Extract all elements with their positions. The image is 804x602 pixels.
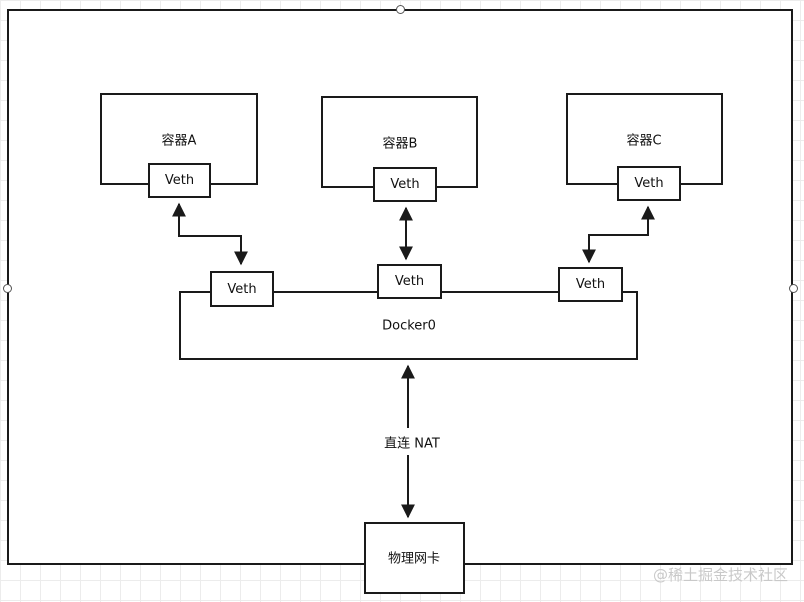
container-c-veth: Veth bbox=[617, 166, 681, 201]
link-c bbox=[582, 205, 655, 264]
nic-box bbox=[364, 522, 465, 594]
nat-label: 直连 NAT bbox=[384, 436, 440, 452]
bridge-veth-a: Veth bbox=[210, 271, 274, 307]
bridge-veth-c: Veth bbox=[558, 267, 623, 302]
container-a-label: 容器A bbox=[161, 133, 197, 149]
right-handle[interactable] bbox=[789, 284, 798, 293]
left-handle[interactable] bbox=[3, 284, 12, 293]
bridge-outline bbox=[179, 291, 638, 360]
top-handle[interactable] bbox=[396, 5, 405, 14]
bridge-label: Docker0 bbox=[382, 318, 436, 334]
bridge-veth-b: Veth bbox=[377, 264, 442, 299]
container-b-label: 容器B bbox=[382, 136, 418, 152]
watermark: @稀土掘金技术社区 bbox=[652, 566, 788, 584]
container-c-label: 容器C bbox=[626, 133, 662, 149]
container-b-veth: Veth bbox=[373, 167, 437, 202]
nic-label: 物理网卡 bbox=[387, 551, 441, 567]
container-a-veth: Veth bbox=[148, 163, 211, 198]
link-a bbox=[172, 202, 248, 266]
